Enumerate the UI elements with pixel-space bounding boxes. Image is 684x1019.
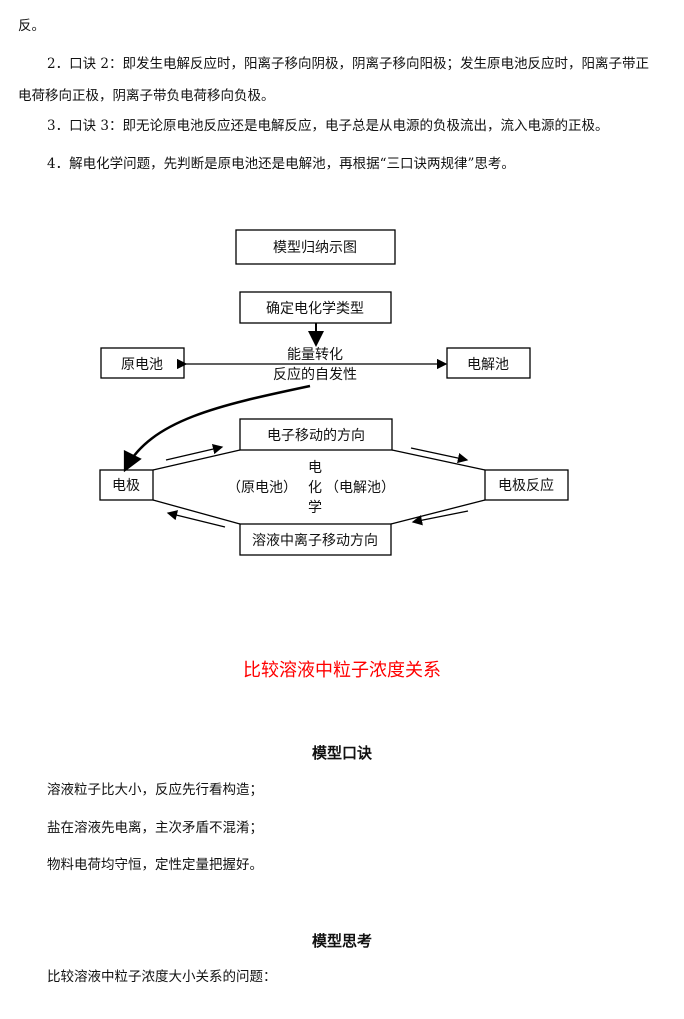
arrow-upper-left bbox=[165, 443, 224, 461]
mnemonic-title: 模型口诀 bbox=[311, 744, 372, 762]
paragraph-rule-2: 2．口诀 2：即发生电解反应时，阳离子移向阴极，阴离子移向阳极；发生原电池反应时… bbox=[18, 56, 649, 104]
electrolytic-side-label: （电解池） bbox=[325, 480, 395, 496]
arrow-lower-left bbox=[166, 510, 226, 528]
electrode-label: 电极 bbox=[112, 478, 140, 494]
diagram-title-box bbox=[235, 229, 396, 265]
paragraph-rule-3: 3．口诀 3：即无论原电池反应还是电解反应，电子总是从电源的负极流出，流入电源的… bbox=[47, 118, 609, 134]
electrolytic-cell-label: 电解池 bbox=[467, 357, 509, 373]
spontaneity-label: 反应的自发性 bbox=[273, 366, 357, 383]
electron-direction-label: 电子移动的方向 bbox=[267, 428, 365, 444]
curved-arrow bbox=[123, 384, 311, 473]
energy-conversion-label: 能量转化 bbox=[287, 347, 343, 363]
ion-direction-box bbox=[239, 523, 392, 556]
section-heading: 比较溶液中粒子浓度关系 bbox=[243, 660, 441, 681]
model-diagram: 模型归纳示图 确定电化学类型 原电池 电解池 能量转化 反应的自发性 电子移动的… bbox=[99, 229, 569, 556]
diagram-title: 模型归纳示图 bbox=[273, 239, 357, 256]
mnemonic-line: 盐在溶液先电离，主次矛盾不混淆； bbox=[47, 820, 263, 836]
paragraph-fragment: 反。 bbox=[18, 18, 45, 34]
arrow-upper-right bbox=[410, 447, 469, 464]
galvanic-cell-label: 原电池 bbox=[121, 357, 163, 373]
arrow-lower-right bbox=[411, 510, 469, 526]
thinking-line: 比较溶液中粒子浓度大小关系的问题： bbox=[47, 969, 277, 985]
determine-type-label: 确定电化学类型 bbox=[266, 301, 364, 317]
electrode-reaction-box bbox=[484, 469, 569, 501]
octagon-connectors bbox=[152, 449, 486, 525]
mnemonic-line: 溶液粒子比大小，反应先行看构造； bbox=[47, 782, 263, 798]
mnemonic-line: 物料电荷均守恒，定性定量把握好。 bbox=[47, 857, 263, 873]
electrode-reaction-label: 电极反应 bbox=[498, 477, 554, 494]
center-char-3: 学 bbox=[308, 500, 322, 516]
paragraph-point-4: 4．解电化学问题，先判断是原电池还是电解池，再根据“三口诀两规律”思考。 bbox=[47, 156, 515, 172]
center-char-1: 电 bbox=[308, 460, 322, 476]
galvanic-side-label: （原电池） bbox=[227, 480, 297, 496]
electron-direction-box bbox=[239, 418, 393, 451]
thinking-title: 模型思考 bbox=[311, 932, 372, 950]
center-char-2: 化 bbox=[308, 480, 322, 496]
ion-direction-label: 溶液中离子移动方向 bbox=[252, 532, 378, 549]
